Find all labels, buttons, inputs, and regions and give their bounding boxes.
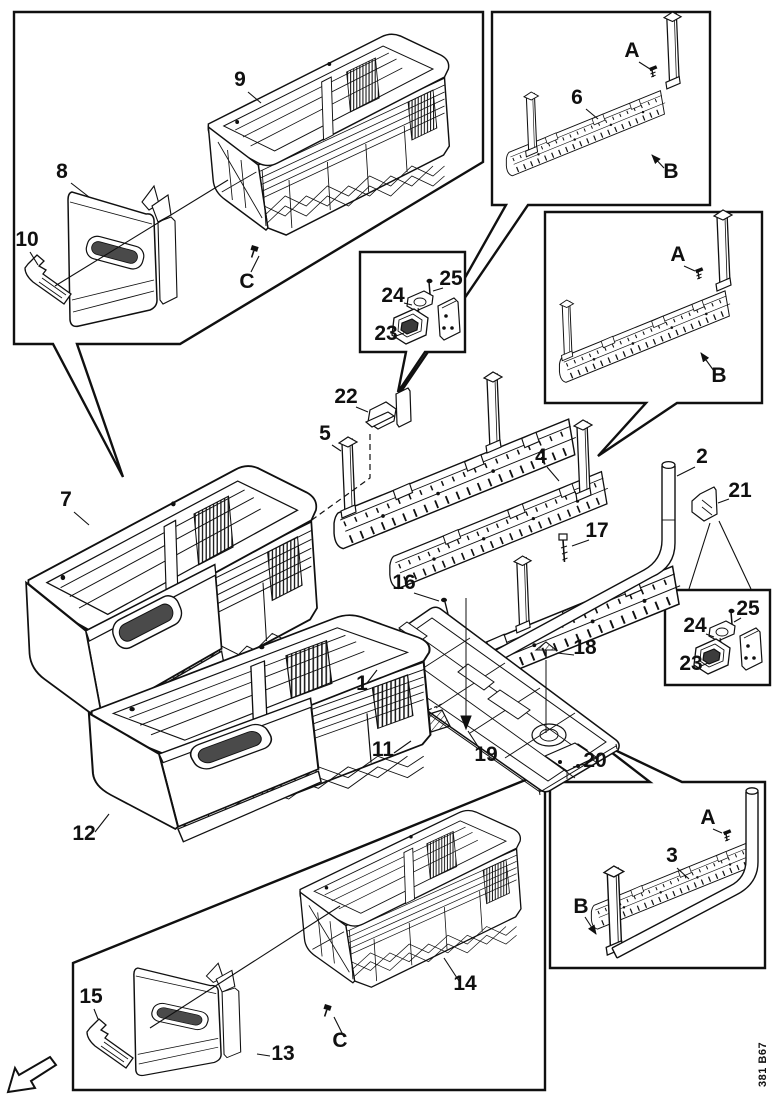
part-label-9: 9 xyxy=(234,68,246,91)
part-label-13: 13 xyxy=(271,1042,294,1065)
part-label-17: 17 xyxy=(585,519,608,542)
view-label-b-bottom-right: B xyxy=(573,895,588,918)
part-label-25-top: 25 xyxy=(439,267,463,290)
view-label-a-right-middle: A xyxy=(670,243,685,266)
part-label-3: 3 xyxy=(666,844,678,867)
view-label-c-top: C xyxy=(239,270,254,293)
part-label-8: 8 xyxy=(56,160,68,183)
part-label-1: 1 xyxy=(356,672,368,695)
rivet-part-18 xyxy=(534,641,558,733)
leader-lines xyxy=(29,61,742,1057)
screw-part-16 xyxy=(441,597,449,615)
bracket-part-21 xyxy=(691,486,718,522)
view-label-b-right-middle: B xyxy=(711,364,726,387)
part-label-25-right: 25 xyxy=(736,597,760,620)
part-label-11: 11 xyxy=(372,738,395,761)
assembly-line-8-to-9 xyxy=(54,179,229,287)
view-label-a-top-right: A xyxy=(624,39,639,62)
part-label-24-top: 24 xyxy=(381,284,405,307)
part-label-23-top: 23 xyxy=(374,322,397,345)
part-label-22: 22 xyxy=(334,385,357,408)
part-label-7: 7 xyxy=(60,488,72,511)
view-label-c-bottom: C xyxy=(332,1029,347,1052)
part-label-16: 16 xyxy=(392,571,415,594)
view-label-b-top-right: B xyxy=(663,160,678,183)
part-label-14: 14 xyxy=(453,972,477,995)
figure-code-text: 381 B67 xyxy=(757,1042,769,1087)
assembly-line-13-to-14 xyxy=(149,905,341,1029)
bolt-part-17 xyxy=(558,533,568,563)
part-label-4: 4 xyxy=(535,445,547,468)
part-label-15: 15 xyxy=(79,985,103,1008)
part-label-5: 5 xyxy=(319,422,331,445)
bracket-part-20 xyxy=(543,742,598,779)
part-label-6: 6 xyxy=(571,86,583,109)
rail-panel-part-3 xyxy=(591,787,759,959)
bracket-part-22 xyxy=(364,387,412,430)
part-label-12: 12 xyxy=(72,822,95,845)
view-label-a-bottom-right: A xyxy=(700,806,715,829)
part-label-19: 19 xyxy=(474,743,497,766)
part-label-21: 21 xyxy=(728,479,752,502)
part-label-24-right: 24 xyxy=(683,614,707,637)
part-label-2: 2 xyxy=(696,445,708,468)
part-label-18: 18 xyxy=(573,636,597,659)
direction-arrow-icon xyxy=(6,1055,58,1094)
part-label-20: 20 xyxy=(583,749,606,772)
pin-part-19 xyxy=(460,598,472,731)
part-label-10: 10 xyxy=(15,228,38,251)
callout-lines-21-to-box xyxy=(688,520,752,590)
part-label-23-right: 23 xyxy=(679,652,702,675)
